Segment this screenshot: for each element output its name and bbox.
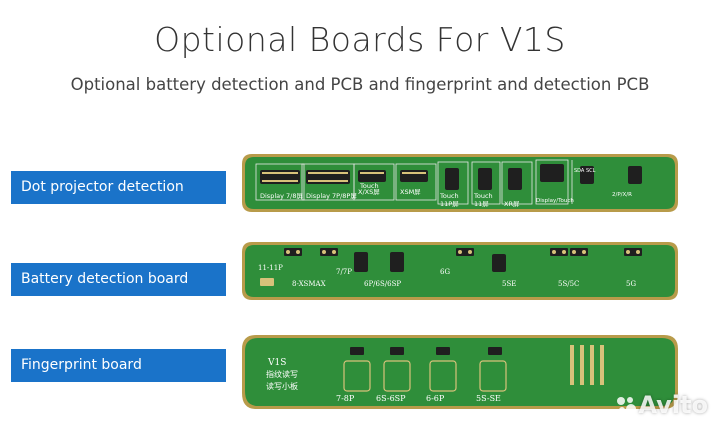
silk-11-11p: 11-11P [258,264,283,272]
silk-xsm: XSM屏 [400,188,421,196]
silk-5g: 5G [626,280,636,288]
silk-display-78: Display 7/8屏 [260,192,303,200]
silk-xr: XR屏 [504,200,520,208]
page-title: Optional Boards For V1S [154,20,566,59]
fingerprint-board-image: V1S 指纹读写 读写小板 7-8P 6S-6SP 6-6P 5S-SE [242,335,678,409]
silk-6-6p: 6-6P [426,394,445,403]
silk-sda-scl: SDA SCL [574,168,596,174]
silk-6s-6sp: 6S-6SP [376,394,406,403]
silk-touch-3: Touch [473,192,493,200]
silk-touch-2: Touch [439,192,459,200]
silk-5s-se: 5S-SE [476,394,501,403]
silk-6g: 6G [440,268,450,276]
battery-board-image: 11-11P 8-XSMAX 7/7P 6P/6S/6SP 6G 5SE 5S/… [242,242,678,300]
silk-5se: 5SE [502,280,516,288]
silk-11p: 11P屏 [440,200,459,208]
silk-7-7p: 7/7P [336,268,352,276]
silk-display-78p: Display 7P/8P屏 [306,192,357,200]
avito-logo-icon [617,397,636,414]
silk-6p-6s-6sp: 6P/6S/6SP [364,280,401,288]
silk-2pxr: 2/P/X/R [612,192,632,198]
dot-projector-board-image: Display 7/8屏 Display 7P/8P屏 X/XS屏 XSM屏 T… [242,154,678,212]
silk-x-xs: X/XS屏 [358,188,380,196]
silk-8-xsmax: 8-XSMAX [292,280,326,288]
silk-11: 11屏 [474,200,489,208]
silk-v1s: V1S [267,358,286,368]
label-battery-board: Battery detection board [11,263,226,296]
silk-fingerprint-rw: 指纹读写 [266,369,298,379]
silk-display-touch: Display/Touch [536,198,574,204]
label-fingerprint-board: Fingerprint board [11,349,226,382]
silk-5s-5c: 5S/5C [558,280,579,288]
silk-7-8p: 7-8P [336,394,355,403]
silk-rw-board: 读写小板 [266,381,298,391]
silk-touch-1: Touch [359,182,379,190]
avito-watermark: Avito [638,391,708,419]
label-dot-projector-board: Dot projector detection board [11,171,226,228]
page-subtitle: Optional battery detection and PCB and f… [70,75,650,94]
